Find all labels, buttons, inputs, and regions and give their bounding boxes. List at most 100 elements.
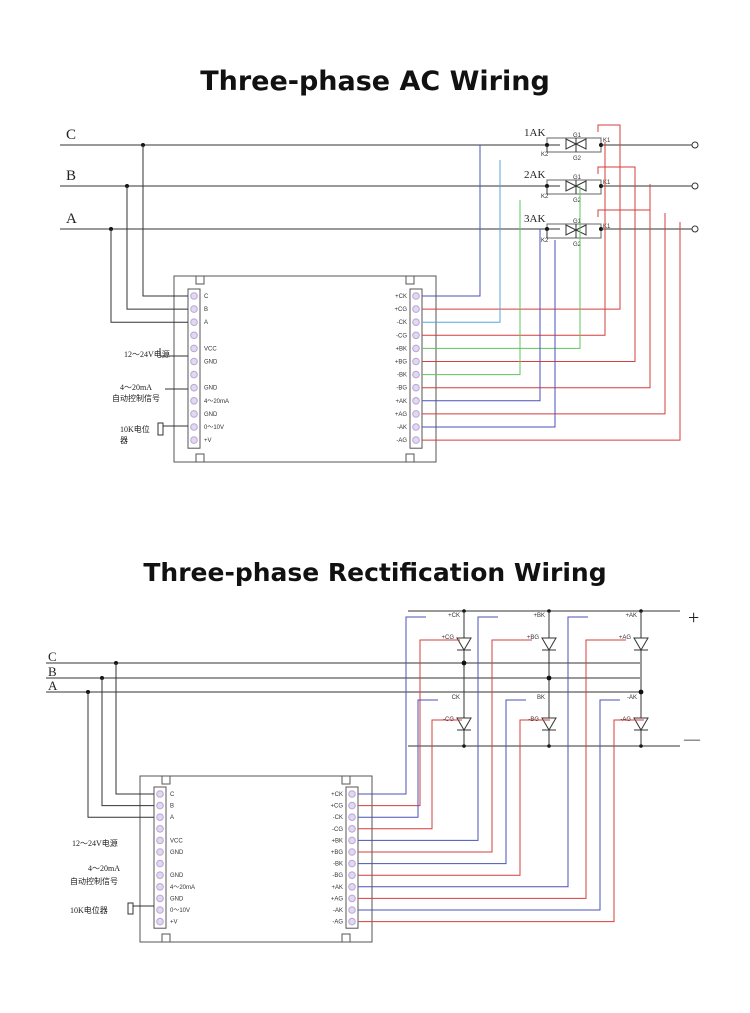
rect-controller-right-pin — [348, 825, 356, 833]
ac-controller-right-terminal-label: -AG — [396, 438, 407, 444]
thyristor-symbol-icon — [574, 180, 587, 192]
ac-controller-left-terminal-label: GND — [204, 360, 218, 366]
junction-dot — [461, 660, 467, 666]
phase-label-a: A — [66, 211, 77, 227]
ac-controller-right-pin — [412, 423, 420, 431]
ac-controller-right-terminal-label: -CG — [396, 333, 407, 339]
rect-controller-left-pin — [156, 825, 164, 833]
rect-controller-left-terminal-label: GND — [170, 873, 184, 879]
rect-controller-right-terminal-label: +BK — [331, 838, 343, 844]
rect-controller-right-terminal-label: -AK — [333, 908, 343, 914]
rect-controller-right-terminal-label: -CK — [333, 815, 343, 821]
rect-controller-left-pin — [156, 917, 164, 926]
gate-signal-wire — [422, 145, 481, 297]
ac-controller-left-terminal-label: A — [204, 320, 208, 326]
ac-controller-right-terminal-label: +BG — [395, 360, 408, 366]
phase-label-b: B — [66, 168, 76, 184]
ac-controller-left-pin — [190, 357, 198, 366]
phase-label-a-rect: A — [48, 678, 58, 693]
rect-controller-notch — [161, 775, 171, 785]
gate-signal-wire — [358, 639, 532, 853]
signal-label-1-rect: 4～20mA — [88, 864, 120, 873]
bottom-k-label: CK — [452, 695, 460, 701]
rect-controller-left-terminal-label: GND — [170, 850, 184, 856]
ac-controller-right-terminal-label: +CG — [394, 307, 407, 313]
rect-controller-right-terminal-label: -BK — [333, 862, 343, 868]
ac-controller-left-terminal-label: +V — [204, 438, 212, 444]
pin-g1-label: G1 — [573, 175, 582, 181]
pin-k1-label: K1 — [603, 138, 611, 144]
phase-label-b-rect: B — [48, 664, 57, 679]
thyristor-label-2ak: 2AK — [524, 169, 545, 181]
ac-controller-right-terminal-label: -AK — [397, 425, 407, 431]
rect-controller-left-pin — [156, 813, 164, 822]
rect-controller-left-pin — [156, 906, 164, 914]
top-g-label: +AG — [619, 635, 632, 641]
gate-signal-wire — [422, 213, 666, 415]
rect-controller-right-pin — [348, 906, 356, 914]
pin-k2-label: K2 — [541, 238, 549, 244]
bottom-k-label: BK — [537, 695, 545, 701]
signal-label-2: 自动控制信号 — [112, 393, 160, 403]
ac-controller-left-pin — [190, 344, 198, 353]
ac-controller-right-pin — [412, 383, 420, 392]
rect-controller-left-terminal-label: A — [170, 815, 174, 821]
thyristor-symbol-icon — [565, 224, 578, 236]
gate-signal-wire — [597, 166, 636, 174]
rect-controller-right-pin — [348, 859, 356, 868]
rect-controller-right-pin — [348, 836, 356, 845]
pin-g2-label: G2 — [573, 156, 582, 162]
pin-g1-label: G1 — [573, 133, 582, 139]
gate-signal-wire — [422, 229, 541, 402]
rect-controller-left-terminal-label: 4～20mA — [170, 885, 195, 891]
gate-signal-wire — [597, 124, 621, 132]
thyristor-symbol-icon — [574, 224, 587, 236]
rect-controller-board — [139, 775, 373, 943]
thyristor-label-1ak: 1AK — [524, 127, 545, 139]
rectification-wiring-title: Three-phase Rectification Wiring — [143, 558, 607, 587]
bottom-k-label: -AK — [627, 695, 637, 701]
ac-controller-right-terminal-label: +AG — [395, 412, 408, 418]
top-k-label: +BK — [533, 613, 545, 619]
gate-signal-wire — [422, 240, 556, 428]
ac-controller-right-pin — [412, 331, 420, 340]
rect-controller-left-pin — [156, 848, 164, 856]
ac-controller-right-pin — [412, 357, 420, 366]
pot-label-1: 10K电位 — [120, 424, 150, 434]
ac-controller-left-pin — [190, 383, 198, 392]
pin-k2-label: K2 — [541, 194, 549, 200]
gate-signal-wire — [422, 222, 681, 441]
gate-signal-wire — [358, 699, 526, 865]
rect-controller-right-terminal-label: -BG — [332, 873, 343, 879]
rect-controller-left-pin — [156, 790, 164, 798]
ac-controller-right-pin — [412, 344, 420, 353]
ac-controller-left-terminal-label: GND — [204, 386, 218, 392]
rect-controller-notch — [341, 775, 351, 785]
rect-controller-right-pin — [348, 917, 356, 926]
phase-tap-wire — [115, 663, 154, 795]
gate-signal-wire — [422, 128, 621, 310]
gate-signal-wire — [358, 616, 498, 841]
diode-icon — [541, 717, 557, 731]
potentiometer-icon — [127, 902, 134, 915]
phase-tap-wire — [142, 145, 188, 297]
rect-controller-right-pin — [348, 871, 356, 880]
rect-controller-left-pin — [156, 801, 164, 810]
thyristor-symbol-icon — [574, 138, 587, 150]
gate-signal-wire — [597, 209, 651, 217]
rect-controller-left-terminal-label: B — [170, 804, 174, 810]
pin-k1-label: K1 — [603, 224, 611, 230]
signal-label-2-rect: 自动控制信号 — [70, 876, 118, 886]
diode-icon — [541, 637, 557, 651]
gate-signal-wire — [422, 170, 636, 362]
rect-controller-right-pin — [348, 883, 356, 891]
phase-tap-wire — [101, 678, 154, 807]
signal-label-1: 4～20mA — [120, 383, 152, 392]
gate-signal-wire — [358, 616, 426, 795]
rect-controller-left-pin — [156, 894, 164, 903]
ac-controller-right-terminal-label: +BK — [395, 346, 407, 352]
ac-controller-board — [173, 275, 437, 463]
gate-signal-wire — [358, 719, 462, 830]
ac-controller-left-terminal-label: C — [204, 294, 209, 300]
ac-wiring-title: Three-phase AC Wiring — [200, 66, 550, 97]
